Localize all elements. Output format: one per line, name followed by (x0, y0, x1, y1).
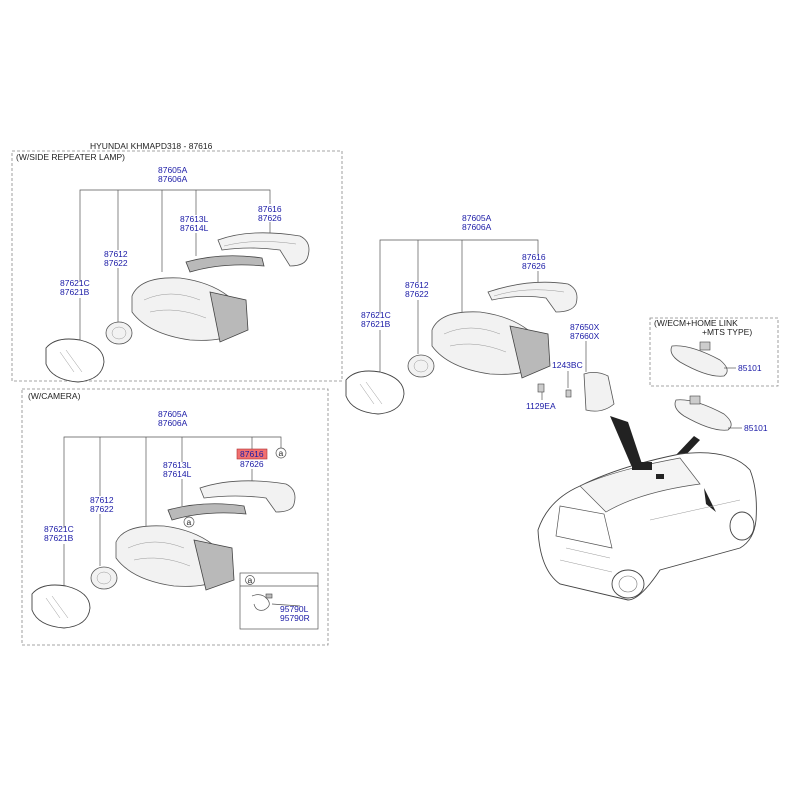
label-87622[interactable]: 87622 (104, 258, 128, 268)
label-87626[interactable]: 87626 (522, 261, 546, 271)
label-87621B[interactable]: 87621B (361, 319, 391, 329)
bolt-part (537, 383, 545, 393)
label-87616[interactable]: 87616 (522, 252, 546, 262)
rearview-mirror-part (689, 395, 701, 405)
label-95790R[interactable]: 95790R (280, 613, 310, 623)
actuator-part (96, 571, 112, 585)
callout-a-marker (183, 516, 195, 528)
side-repeater-group-box (11, 150, 343, 382)
mirror-cover-part (217, 232, 310, 267)
actuator-part (111, 326, 127, 340)
mirror-cover-part (199, 480, 296, 513)
label-87606A[interactable]: 87606A (158, 418, 188, 428)
label-85101[interactable]: 85101 (744, 423, 768, 433)
mirror-cover-part (493, 289, 565, 297)
actuator-part (413, 359, 429, 373)
label-87621C[interactable]: 87621C (44, 524, 74, 534)
mirror-cover-part (487, 281, 578, 313)
rearview-mirror-part (674, 399, 732, 431)
side-repeater-lamp-part (167, 503, 247, 521)
mirror-glass-part (345, 370, 405, 415)
label-1243BC[interactable]: 1243BC (552, 360, 583, 370)
camera-harness-part (265, 593, 273, 599)
mirror-base-part (193, 539, 235, 591)
ecm-group-label-line2: +MTS TYPE) (702, 327, 752, 337)
label-87606A[interactable]: 87606A (462, 222, 492, 232)
label-87614L[interactable]: 87614L (180, 223, 209, 233)
vehicle-roof (579, 457, 701, 513)
rearview-mirror-ecm-part (699, 341, 711, 351)
leader-bracket-b (63, 436, 282, 528)
label-87650X[interactable]: 87650X (570, 322, 600, 332)
location-arrow (610, 416, 644, 472)
vehicle-wheel (611, 569, 645, 599)
inside-mirror-location (632, 462, 652, 470)
label-1129EA[interactable]: 1129EA (526, 401, 556, 411)
camera-location (656, 474, 664, 479)
label-87606A[interactable]: 87606A (158, 174, 188, 184)
leader-bracket-c (379, 239, 539, 313)
diagram-title: HYUNDAI KHMAPD318 - 87616 (90, 141, 213, 151)
mirror-glass-part (45, 595, 69, 619)
label-87626[interactable]: 87626 (240, 459, 264, 469)
callout-a-marker (245, 575, 255, 585)
mirror-glass-part (31, 584, 91, 629)
label-87621B[interactable]: 87621B (60, 287, 90, 297)
label-87621B[interactable]: 87621B (44, 533, 74, 543)
side-repeater-group-label: (W/SIDE REPEATER LAMP) (16, 152, 125, 162)
mirror-housing-part (127, 541, 191, 567)
side-repeater-lamp-part (185, 255, 265, 273)
camera-harness-part (251, 594, 270, 611)
mirror-cover-part (223, 241, 297, 247)
label-87612[interactable]: 87612 (90, 495, 114, 505)
vehicle-rear-window (555, 505, 613, 549)
label-87605A[interactable]: 87605A (158, 165, 188, 175)
label-87616-highlighted[interactable]: 87616 (240, 449, 264, 459)
mirror-glass-part (359, 381, 383, 405)
label-87612[interactable]: 87612 (104, 249, 128, 259)
leader-bracket-a (79, 189, 271, 282)
label-87622[interactable]: 87622 (405, 289, 429, 299)
callout-a-text: a (248, 575, 253, 585)
actuator-part (407, 354, 435, 378)
label-95790L[interactable]: 95790L (280, 604, 309, 614)
label-87614L[interactable]: 87614L (163, 469, 192, 479)
mirror-base-part (509, 325, 551, 379)
rearview-mirror-ecm-part (670, 345, 728, 377)
harness-detail-box (239, 572, 319, 630)
inside-mirror-mount-part (583, 372, 615, 412)
leader-line (271, 603, 301, 607)
label-87605A[interactable]: 87605A (462, 213, 492, 223)
vehicle-detail-lines (559, 499, 741, 573)
label-87605A[interactable]: 87605A (158, 409, 188, 419)
camera-group-box (21, 388, 329, 646)
label-87660X[interactable]: 87660X (570, 331, 600, 341)
label-87622[interactable]: 87622 (90, 504, 114, 514)
label-85101-ecm[interactable]: 85101 (738, 363, 762, 373)
camera-group-label: (W/CAMERA) (28, 391, 81, 401)
mirror-housing-part (443, 327, 507, 353)
callout-a-text: a (279, 448, 284, 458)
label-87613L[interactable]: 87613L (163, 460, 192, 470)
mirror-glass-part (45, 338, 105, 383)
label-87626[interactable]: 87626 (258, 213, 282, 223)
label-87621C[interactable]: 87621C (361, 310, 391, 320)
vehicle-wheel (729, 511, 755, 541)
mirror-glass-part (59, 349, 83, 373)
mirror-base-part (209, 291, 249, 343)
label-87613L[interactable]: 87613L (180, 214, 209, 224)
actuator-part (105, 321, 133, 345)
ecm-group-label-line1: (W/ECM+HOME LINK (654, 318, 738, 328)
actuator-part (90, 566, 118, 590)
label-87621C[interactable]: 87621C (60, 278, 90, 288)
screw-part (565, 389, 572, 398)
ecm-group-box (649, 317, 779, 387)
label-87616[interactable]: 87616 (258, 204, 282, 214)
label-87612[interactable]: 87612 (405, 280, 429, 290)
mirror-housing-part (143, 293, 207, 319)
vehicle-wheel (618, 575, 638, 593)
callout-a-text: a (187, 517, 192, 527)
